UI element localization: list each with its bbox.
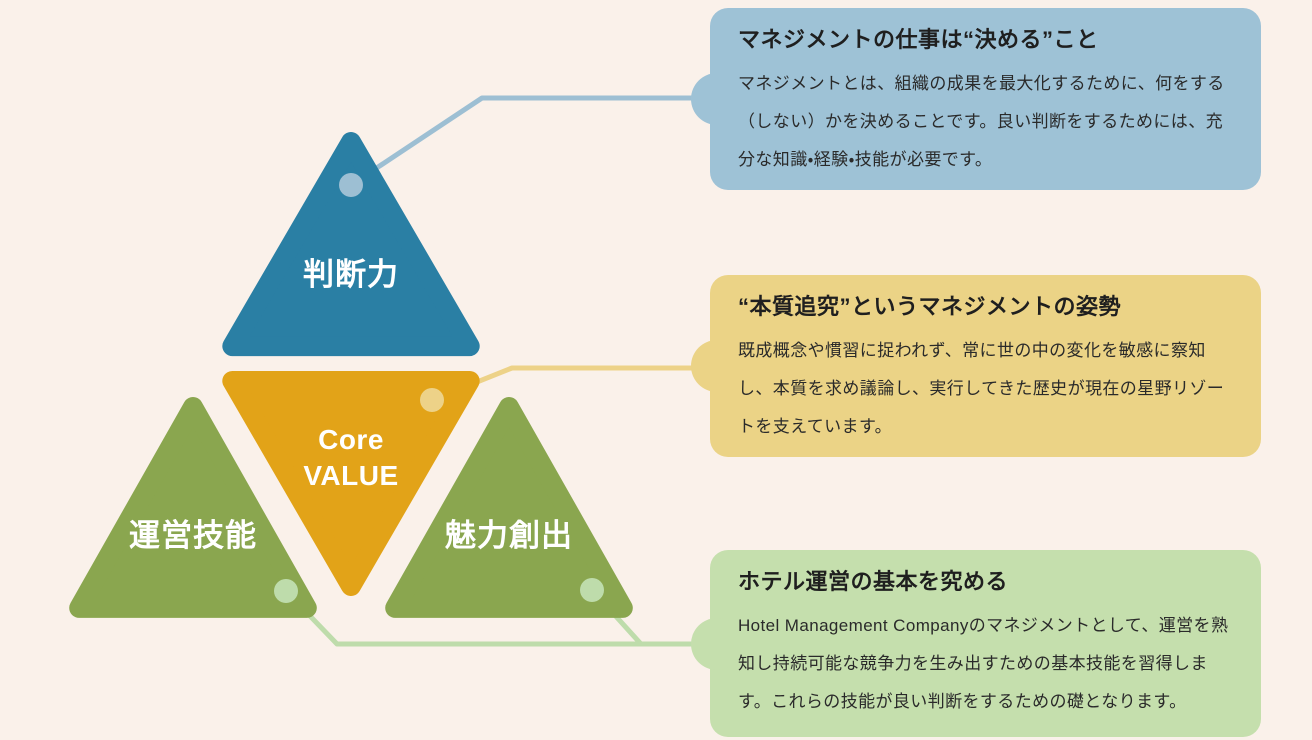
connector-dot-operation (274, 579, 298, 603)
callout-judgment-body: マネジメントとは、組織の成果を最大化するために、何をする（しない）かを決めること… (738, 74, 1225, 169)
callout-judgment-title: マネジメントの仕事は“決める”こと (738, 27, 1099, 52)
connector-dot-core-value (420, 388, 444, 412)
callout-notch (691, 73, 743, 125)
operation-triangle (69, 397, 317, 618)
judgment-triangle (222, 132, 480, 357)
callout-hotel-operation-title: ホテル運営の基本を究める (738, 569, 1009, 594)
attraction-triangle (385, 397, 633, 618)
connector-line-judgment (348, 95, 719, 188)
callout-core-value-title: “本質追究”というマネジメントの姿勢 (738, 294, 1122, 319)
callout-core-value: “本質追究”というマネジメントの姿勢 既成概念や慣習に捉われず、常に世の中の変化… (691, 275, 1261, 457)
callout-core-value-body: 既成概念や慣習に捉われず、常に世の中の変化を敏感に察知し、本質を求め議論し、実行… (738, 341, 1225, 436)
callout-hotel-operation: ホテル運営の基本を究める Hotel Management Companyのマネ… (691, 550, 1261, 737)
core-value-triangle (222, 371, 480, 596)
callout-judgment: マネジメントの仕事は“決める”こと マネジメントとは、組織の成果を最大化するため… (691, 8, 1261, 190)
callout-hotel-operation-body: Hotel Management Companyのマネジメントとして、運営を熟知… (738, 616, 1229, 711)
callout-notch (691, 340, 743, 392)
connector-dot-judgment (339, 173, 363, 197)
callout-notch (691, 617, 743, 670)
connector-dot-attraction (580, 578, 604, 602)
